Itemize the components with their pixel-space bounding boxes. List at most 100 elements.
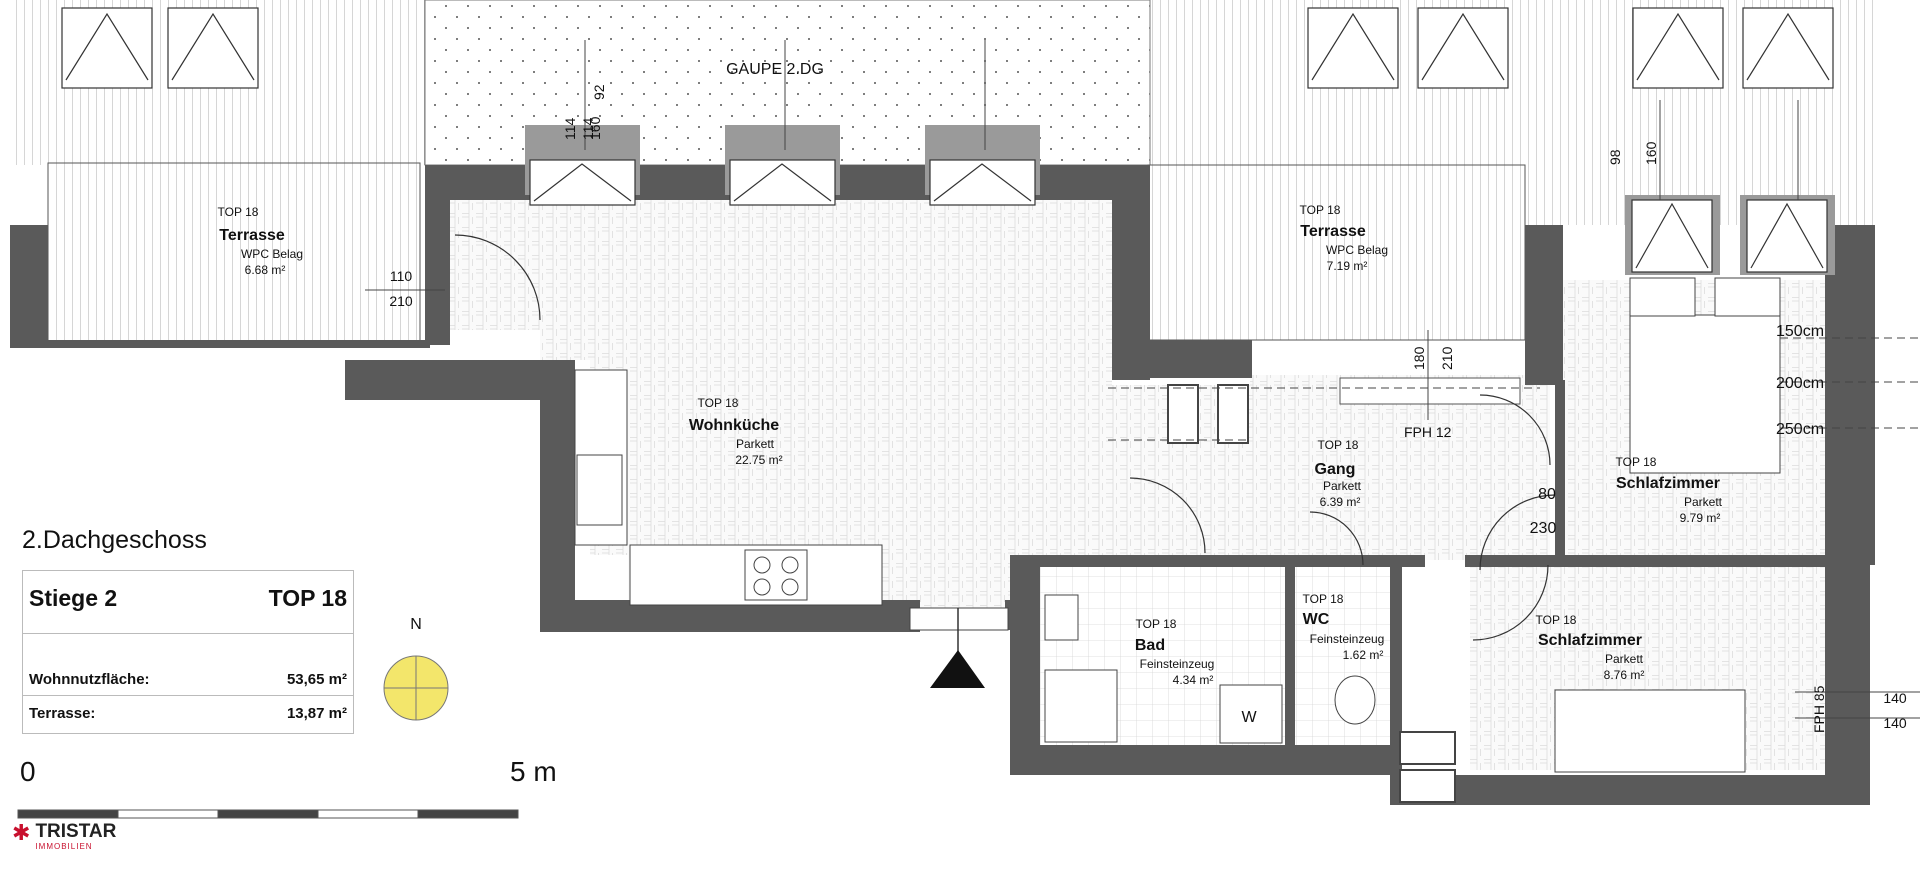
svg-text:114: 114 [562, 117, 578, 140]
svg-text:9.79 m²: 9.79 m² [1680, 511, 1721, 525]
svg-text:TOP 18: TOP 18 [1536, 613, 1577, 627]
svg-text:250cm: 250cm [1776, 421, 1824, 438]
brand-logo: ✱ TRISTAR IMMOBILIEN [12, 820, 117, 852]
shafts [1167, 384, 1456, 803]
svg-text:Gang: Gang [1315, 461, 1356, 478]
entrance-marker [909, 607, 1009, 688]
north-compass [383, 655, 449, 721]
room-wc: TOP 18 WC Feinsteinzeug 1.62 m² [1303, 592, 1385, 662]
dormer-label: GAUPE 2.DG [726, 61, 824, 78]
svg-text:114: 114 [580, 117, 596, 140]
room-terrasse-left: TOP 18 Terrasse WPC Belag 6.68 m² [218, 205, 303, 277]
svg-text:210: 210 [1439, 346, 1455, 370]
panel-divider [23, 695, 353, 696]
svg-text:Feinsteinzeug: Feinsteinzeug [1140, 657, 1215, 671]
svg-text:Wohnküche: Wohnküche [689, 417, 779, 434]
svg-text:Bad: Bad [1135, 637, 1165, 654]
bath-fixtures [1044, 594, 1376, 744]
floor-title: 2.Dachgeschoss [22, 526, 207, 554]
terrace-value: 13,87 m² [286, 705, 347, 722]
svg-text:Schlafzimmer: Schlafzimmer [1538, 632, 1642, 649]
svg-text:160: 160 [587, 116, 603, 140]
svg-text:92: 92 [591, 84, 607, 100]
dimension-labels: 110 210 114 114 160 92 98 160 180 210 FP… [389, 84, 1907, 733]
dimension-lines [365, 40, 1920, 719]
svg-text:230: 230 [1530, 520, 1557, 537]
gang-floor [1250, 375, 1550, 560]
living-area-row: Wohnnutzfläche: 53,65 m² [29, 671, 347, 688]
svg-text:Parkett: Parkett [736, 437, 775, 451]
svg-text:WC: WC [1303, 611, 1330, 628]
room-schlafzimmer-1: TOP 18 Schlafzimmer Parkett 9.79 m² [1616, 455, 1723, 525]
svg-text:140: 140 [1883, 715, 1907, 731]
svg-text:80: 80 [1538, 486, 1556, 503]
svg-text:WPC Belag: WPC Belag [241, 247, 303, 261]
svg-text:7.19 m²: 7.19 m² [1327, 259, 1368, 273]
svg-text:TOP 18: TOP 18 [1318, 438, 1359, 452]
star-icon: ✱ [12, 820, 31, 845]
svg-text:6.39 m²: 6.39 m² [1320, 495, 1361, 509]
svg-text:Feinsteinzeug: Feinsteinzeug [1310, 632, 1385, 646]
room-schlafzimmer-2: TOP 18 Schlafzimmer Parkett 8.76 m² [1536, 613, 1645, 682]
svg-text:210: 210 [389, 293, 413, 309]
svg-text:TOP 18: TOP 18 [1616, 455, 1657, 469]
room-gang: TOP 18 Gang Parkett 6.39 m² [1315, 438, 1362, 509]
svg-text:140: 140 [1883, 690, 1907, 706]
north-label: N [410, 616, 422, 633]
room-bad: TOP 18 Bad Feinsteinzeug 4.34 m² [1135, 617, 1214, 687]
terrace-left [47, 162, 421, 344]
beds [1554, 277, 1781, 773]
scale-end-label: 5 m [510, 756, 557, 787]
bed-clearance [1108, 337, 1920, 441]
svg-text:Terrasse: Terrasse [1300, 223, 1366, 240]
washer-label: W [1241, 709, 1257, 726]
svg-text:FPH 12: FPH 12 [1404, 424, 1452, 440]
living-area-label: Wohnnutzfläche: [29, 671, 150, 688]
svg-text:200cm: 200cm [1776, 375, 1824, 392]
svg-text:TOP 18: TOP 18 [1303, 592, 1344, 606]
svg-text:TOP 18: TOP 18 [1300, 203, 1341, 217]
svg-text:Parkett: Parkett [1323, 479, 1362, 493]
scale-bar [17, 809, 519, 819]
unit-label: TOP 18 [268, 585, 347, 611]
panel-header: Stiege 2 TOP 18 [29, 585, 347, 612]
dormer-windows [529, 159, 1828, 273]
svg-text:4.34 m²: 4.34 m² [1173, 673, 1214, 687]
panel-divider [23, 633, 353, 634]
svg-text:8.76 m²: 8.76 m² [1604, 668, 1645, 682]
svg-text:FPH 85: FPH 85 [1811, 685, 1827, 733]
skylights [61, 7, 1834, 89]
svg-text:WPC Belag: WPC Belag [1326, 243, 1388, 257]
brand-tagline: IMMOBILIEN [35, 842, 93, 851]
svg-text:6.68 m²: 6.68 m² [245, 263, 286, 277]
svg-text:180: 180 [1411, 346, 1427, 370]
svg-text:1.62 m²: 1.62 m² [1343, 648, 1384, 662]
terrace-right [1147, 164, 1526, 341]
terrace-label: Terrasse: [29, 705, 96, 722]
room-terrasse-right: TOP 18 Terrasse WPC Belag 7.19 m² [1300, 203, 1388, 273]
svg-text:98: 98 [1607, 149, 1623, 165]
brand-name: TRISTAR [35, 821, 117, 842]
svg-text:TOP 18: TOP 18 [1136, 617, 1177, 631]
svg-text:TOP 18: TOP 18 [698, 396, 739, 410]
svg-text:22.75 m²: 22.75 m² [735, 453, 782, 467]
balcony-door [1339, 377, 1521, 405]
svg-text:150cm: 150cm [1776, 323, 1824, 340]
room-wohnkueche: TOP 18 Wohnküche Parkett 22.75 m² [689, 396, 783, 467]
svg-text:Schlafzimmer: Schlafzimmer [1616, 475, 1720, 492]
stair-label: Stiege 2 [29, 585, 118, 611]
svg-text:TOP 18: TOP 18 [218, 205, 259, 219]
unit-info-panel: Stiege 2 TOP 18 Wohnnutzfläche: 53,65 m²… [22, 570, 354, 734]
terrace-area-row: Terrasse: 13,87 m² [29, 705, 347, 722]
scale-start-label: 0 [20, 756, 36, 787]
doors [454, 234, 1556, 641]
svg-text:Terrasse: Terrasse [219, 227, 285, 244]
living-area-value: 53,65 m² [286, 671, 347, 688]
svg-text:110: 110 [390, 268, 413, 284]
svg-text:160: 160 [1643, 141, 1659, 165]
svg-text:Parkett: Parkett [1605, 652, 1644, 666]
living-floor [450, 200, 1250, 615]
kitchen-counter [574, 369, 883, 606]
svg-text:Parkett: Parkett [1684, 495, 1723, 509]
